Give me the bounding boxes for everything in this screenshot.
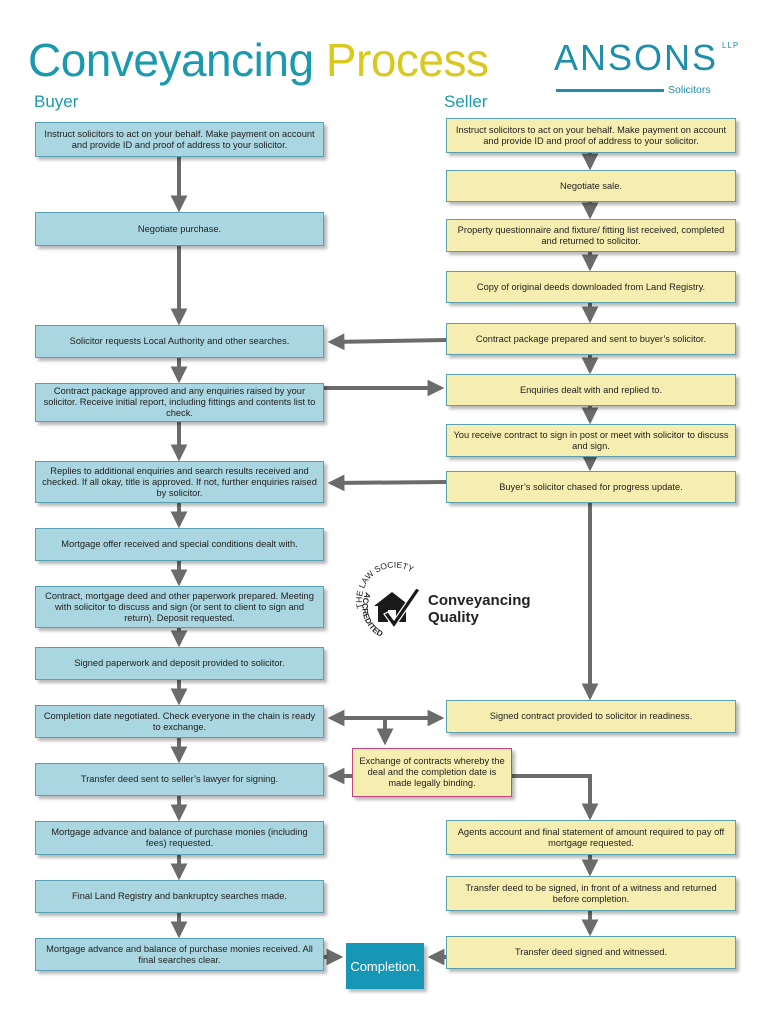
seller-step-enquiries: Enquiries dealt with and replied to. [446,374,736,406]
seller-step-deed-signed: Transfer deed signed and witnessed. [446,936,736,969]
page-title: Conveyancing Process [28,32,489,88]
seller-step-transfer-deed: Transfer deed to be signed, in front of … [446,876,736,911]
badge-line-2: Quality [428,609,479,626]
buyer-step-paperwork: Contract, mortgage deed and other paperw… [35,586,324,628]
conveyancing-quality-emblem: THE LAW SOCIETY ACCREDITED [354,559,421,639]
logo-name: ANSONS [554,37,719,78]
logo-subtitle: Solicitors [668,84,711,96]
title-word-conveyancing: Conveyancing [28,34,314,86]
buyer-step-deposit: Signed paperwork and deposit provided to… [35,647,324,680]
buyer-step-contract-approved: Contract package approved and any enquir… [35,383,324,422]
arrow-s5-b3 [327,333,447,351]
seller-step-instruct: Instruct solicitors to act on your behal… [446,118,736,153]
seller-step-agents-account: Agents account and final statement of am… [446,820,736,855]
buyer-step-mortgage-requested: Mortgage advance and balance of purchase… [35,821,324,855]
arrow-exchange-s10 [512,774,599,821]
exchange-of-contracts: Exchange of contracts whereby the deal a… [352,748,512,797]
buyer-step-final-searches: Final Land Registry and bankruptcy searc… [35,880,324,913]
logo-suffix: LLP [722,41,740,50]
buyer-step-searches: Solicitor requests Local Authority and o… [35,325,324,358]
buyer-step-instruct: Instruct solicitors to act on your behal… [35,122,324,157]
buyer-step-monies-received: Mortgage advance and balance of purchase… [35,938,324,971]
buyer-step-transfer-deed: Transfer deed sent to seller’s lawyer fo… [35,763,324,796]
buyer-step-mortgage-offer: Mortgage offer received and special cond… [35,528,324,561]
seller-step-negotiate: Negotiate sale. [446,170,736,202]
buyer-step-negotiate: Negotiate purchase. [35,212,324,246]
seller-step-contract-package: Contract package prepared and sent to bu… [446,323,736,355]
buyer-column-heading: Buyer [34,92,79,111]
completion-box: Completion. [346,943,424,989]
buyer-step-completion-date: Completion date negotiated. Check everyo… [35,705,324,738]
seller-step-chased: Buyer’s solicitor chased for progress up… [446,471,736,503]
title-word-process: Process [325,34,489,86]
seller-step-signed-contract: Signed contract provided to solicitor in… [446,700,736,733]
badge-line-1: Conveyancing [428,592,531,609]
ansons-logo: ANSONS LLP Solicitors [554,38,738,98]
seller-column-heading: Seller [444,92,488,111]
buyer-step-title-approved: Replies to additional enquiries and sear… [35,461,324,503]
badge-text: Conveyancing Quality [428,592,531,626]
arrow-s8-b5 [327,474,447,492]
house-check-icon [374,587,421,630]
seller-step-receive-contract: You receive contract to sign in post or … [446,424,736,457]
logo-rule [556,89,664,92]
seller-step-deeds: Copy of original deeds downloaded from L… [446,271,736,303]
law-society-badge: THE LAW SOCIETY ACCREDITED Conveyancing … [354,559,532,642]
seller-step-questionnaire: Property questionnaire and fixture/ fitt… [446,219,736,252]
